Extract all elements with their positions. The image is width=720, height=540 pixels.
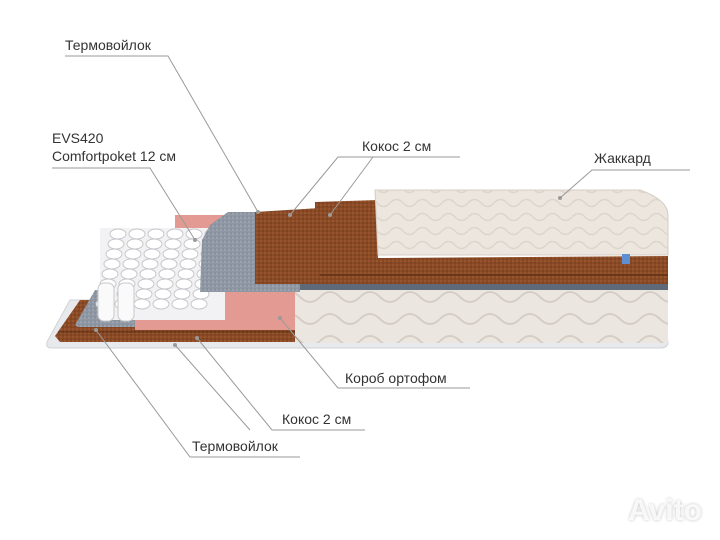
pocket-springs [95,228,225,322]
label-bottom-coconut: Кокос 2 см [282,411,352,427]
spring-coil [177,268,195,280]
spring-coil [160,258,178,270]
label-jacquard: Жаккард [594,150,651,166]
spring-pocket [97,282,115,322]
label-foam-box: Короб ортофом [345,370,447,386]
spring-coil [147,228,165,240]
spring-coil [152,298,170,310]
spring-coil [135,288,153,300]
spring-coil [171,298,189,310]
spring-coil [183,238,201,250]
leader-lines [52,55,690,458]
top-coconut-layer-2 [315,200,668,272]
spring-coil [137,278,155,290]
spring-pocket [117,282,135,322]
spring-coil [145,238,163,250]
spring-coil [143,248,161,260]
spring-coil [175,278,193,290]
spring-coil [139,268,157,280]
spring-coil [101,268,119,280]
spring-coil [190,298,208,310]
spring-coil [133,298,151,310]
spring-coil [124,248,142,260]
spring-coil [166,228,184,240]
spring-coil [158,268,176,280]
spring-coil [128,228,146,240]
spring-coil [120,268,138,280]
label-top-felt: Термовойлок [65,37,151,53]
label-springs-block: Comfortpoket 12 см [52,148,177,164]
spring-coil [164,238,182,250]
label-top-coconut: Кокос 2 см [362,138,432,154]
spring-coil [105,248,123,260]
spring-coil [156,278,174,290]
spring-coil [173,288,191,300]
spring-coil [141,258,159,270]
spring-coil [179,258,197,270]
avito-watermark: Avito [628,494,702,527]
spring-coil [154,288,172,300]
spring-coil [103,258,121,270]
spring-coil [162,248,180,260]
label-springs-model: EVS420 [52,130,104,146]
spring-coil [126,238,144,250]
spring-coil [181,248,199,260]
label-bottom-felt: Термовойлок [192,438,278,454]
brand-tag [622,254,630,264]
spring-coil [107,238,125,250]
spring-coil [109,228,127,240]
spring-coil [122,258,140,270]
